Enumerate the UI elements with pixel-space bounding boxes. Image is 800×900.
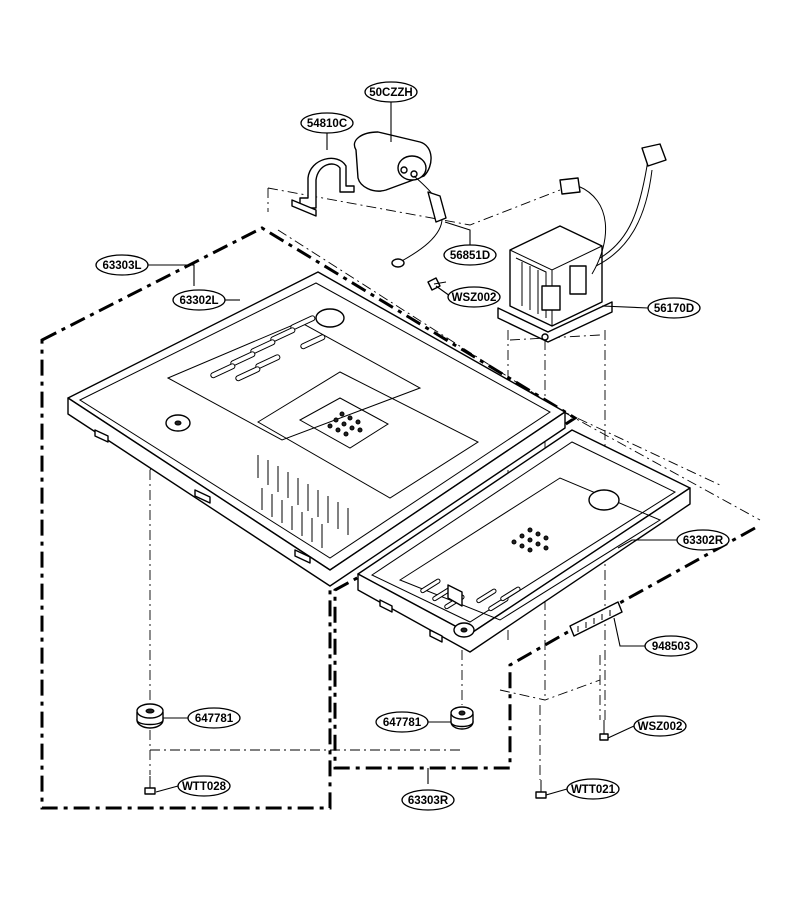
svg-text:647781: 647781 [195, 713, 234, 725]
base-plate-right [357, 429, 691, 653]
label-50CZZH: 50CZZH [364, 81, 418, 103]
foot-left-part [136, 703, 164, 729]
capacitor-part [353, 131, 447, 268]
foot-right-part [450, 706, 474, 730]
label-54810C: 54810C [300, 112, 354, 134]
svg-text:63302R: 63302R [683, 535, 724, 547]
transformer-part [497, 143, 667, 343]
svg-text:63303R: 63303R [408, 795, 449, 807]
label-WTT028: WTT028 [177, 775, 231, 797]
leader-lines [148, 102, 677, 796]
svg-text:948503: 948503 [652, 641, 690, 653]
svg-text:63303L: 63303L [102, 260, 141, 272]
screw-left-bottom-part [144, 776, 156, 795]
svg-text:56170D: 56170D [654, 303, 694, 315]
label-WSZ002-right: WSZ002 [633, 715, 687, 737]
label-948503: 948503 [644, 635, 698, 657]
svg-text:647781: 647781 [383, 717, 422, 729]
label-WTT021: WTT021 [566, 778, 620, 800]
label-56851D: 56851D [443, 244, 497, 266]
label-63303R: 63303R [401, 789, 455, 811]
svg-text:WSZ002: WSZ002 [452, 292, 497, 304]
svg-text:WTT021: WTT021 [571, 784, 616, 796]
label-56170D: 56170D [647, 297, 701, 319]
svg-text:56851D: 56851D [450, 250, 490, 262]
screw-top-part [427, 277, 447, 291]
svg-text:WSZ002: WSZ002 [638, 721, 683, 733]
label-63302R: 63302R [676, 529, 730, 551]
label-63303L: 63303L [95, 254, 149, 276]
mesh-holes-left [327, 411, 363, 437]
svg-text:54810C: 54810C [307, 118, 347, 130]
screw-right-bottom-part [535, 780, 547, 799]
base-plate-left [67, 271, 566, 587]
label-63302L: 63302L [172, 289, 226, 311]
side-louvers-left [257, 455, 349, 548]
screw-right-part [599, 720, 609, 741]
label-647781-left: 647781 [187, 707, 241, 729]
strip-part [569, 601, 623, 637]
clamp-part [291, 157, 355, 217]
label-WSZ002-top: WSZ002 [447, 286, 501, 308]
svg-text:WTT028: WTT028 [182, 781, 227, 793]
svg-text:50CZZH: 50CZZH [369, 87, 412, 99]
svg-text:63302L: 63302L [179, 295, 218, 307]
label-647781-right: 647781 [375, 711, 429, 733]
mesh-holes-right [511, 527, 549, 553]
vent-slots-top [210, 315, 326, 382]
